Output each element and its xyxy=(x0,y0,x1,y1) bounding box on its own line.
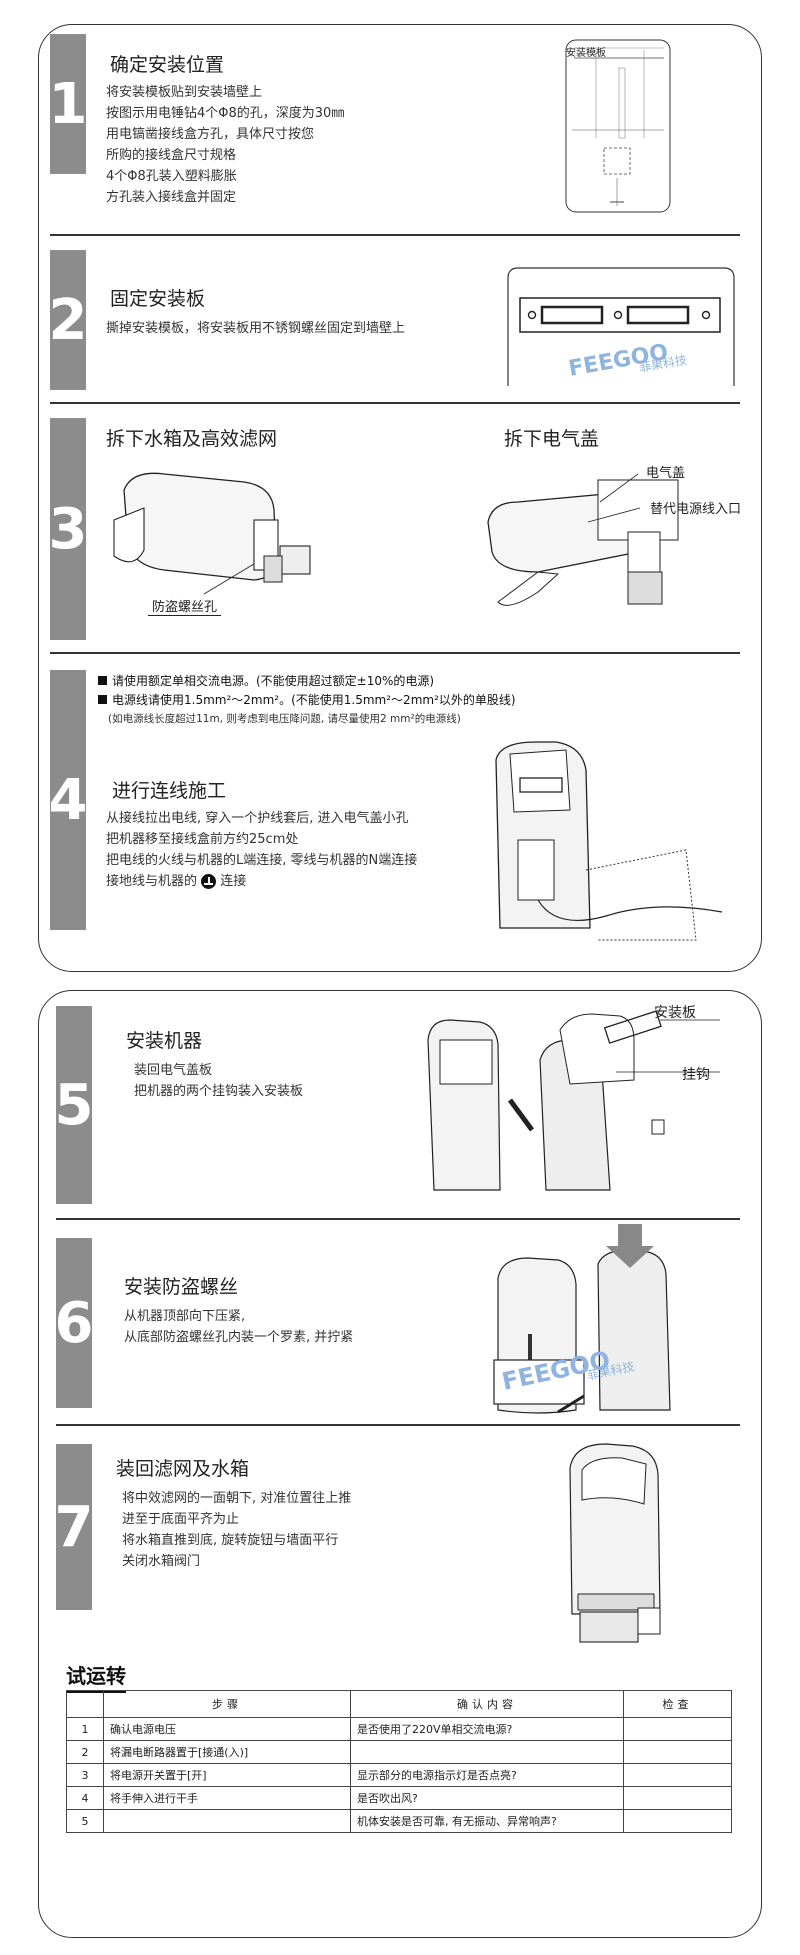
check-cell xyxy=(623,1809,732,1833)
table-row: 3 将电源开关置于[开] 显示部分的电源指示灯是否点亮? xyxy=(66,1763,732,1787)
anti-theft-screw-illustration: FEEGOO 菲果科技 xyxy=(493,1224,671,1414)
table-row: 4 将手伸入进行干手 是否吹出风? xyxy=(66,1786,732,1810)
electrical-cover-illustration xyxy=(487,473,679,606)
table-row: 2 将漏电断路器置于[接通(入)] xyxy=(66,1740,732,1764)
separator xyxy=(50,402,740,404)
step-number-5: 5 xyxy=(55,1006,93,1204)
step-7-description: 将中效滤网的一面朝下, 对准位置往上推进至于底面平齐为止将水箱直推到底, 旋转旋… xyxy=(122,1491,352,1569)
table-row: 5 机体安装是否可靠, 有无振动、异常响声? xyxy=(66,1809,732,1833)
step-4-notes: 请使用额定单相交流电源。(不能使用超过额定±10%的电源) 电源线请使用1.5m… xyxy=(98,672,516,729)
step-number-2: 2 xyxy=(49,250,87,390)
mounting-plate-illustration: FEEGOO 菲果科技 xyxy=(507,267,735,386)
check-cell xyxy=(623,1763,732,1787)
filter-water-tank-illustration xyxy=(569,1443,661,1643)
table-row: 1 确认电源电压 是否使用了220V单相交流电源? xyxy=(66,1717,732,1741)
step-3-title: 拆下水箱及高效滤网 xyxy=(106,428,278,450)
check-cell xyxy=(623,1740,732,1764)
header-confirm: 确认内容 xyxy=(350,1690,624,1718)
install-template-illustration xyxy=(565,39,671,213)
header-step: 步骤 xyxy=(103,1690,351,1718)
step-2-description: 撕掉安装模板，将安装板用不锈钢螺丝固定到墙壁上 xyxy=(106,321,406,336)
template-label: 安装模板 xyxy=(566,48,606,59)
separator xyxy=(56,1424,740,1426)
callout-anti-theft-screw-hole: 防盗螺丝孔 xyxy=(148,596,222,616)
step-4-description: 从接线拉出电线, 穿入一个护线套后, 进入电气盖小孔把机器移至接线盒前方约25c… xyxy=(106,811,418,889)
separator xyxy=(56,1218,740,1220)
callout-hook: 挂钩 xyxy=(682,1067,710,1083)
step-1-title: 确定安装位置 xyxy=(110,54,225,76)
wiring-illustration xyxy=(495,741,723,941)
step-4-title: 进行连线施工 xyxy=(112,780,227,802)
step-6-description: 从机器顶部向下压紧,从底部防盗螺丝孔内装一个罗素, 并拧紧 xyxy=(124,1309,354,1345)
step-3-title-right: 拆下电气盖 xyxy=(504,428,600,450)
step-2-title: 固定安装板 xyxy=(110,288,206,310)
step-5-description: 装回电气盖板把机器的两个挂钩装入安装板 xyxy=(134,1063,304,1099)
step-number-4: 4 xyxy=(49,670,87,930)
machine-mount-illustration xyxy=(427,1010,720,1191)
check-cell xyxy=(623,1786,732,1810)
step-number-1: 1 xyxy=(49,34,87,174)
trial-run-table: 步骤 确认内容 检查 1 确认电源电压 是否使用了220V单相交流电源? 2 将… xyxy=(66,1690,732,1833)
callout-alt-cable-entry: 替代电源线入口 xyxy=(650,502,742,517)
callout-mounting-plate: 安装板 xyxy=(654,1005,696,1021)
dryer-water-tank-illustration xyxy=(113,472,311,595)
step-number-3: 3 xyxy=(49,418,87,640)
step-5-title: 安装机器 xyxy=(126,1030,203,1052)
ground-icon xyxy=(201,874,217,889)
separator xyxy=(50,234,740,236)
step-number-6: 6 xyxy=(55,1238,93,1408)
step-7-title: 装回滤网及水箱 xyxy=(116,1458,250,1480)
trial-run-title: 试运转 xyxy=(66,1660,126,1693)
check-cell xyxy=(623,1717,732,1741)
table-header-row: 步骤 确认内容 检查 xyxy=(66,1690,732,1718)
header-check: 检查 xyxy=(623,1690,732,1718)
separator xyxy=(50,652,740,654)
step-number-7: 7 xyxy=(55,1444,93,1610)
callout-electrical-cover: 电气盖 xyxy=(646,466,686,481)
step-6-title: 安装防盗螺丝 xyxy=(124,1276,239,1298)
